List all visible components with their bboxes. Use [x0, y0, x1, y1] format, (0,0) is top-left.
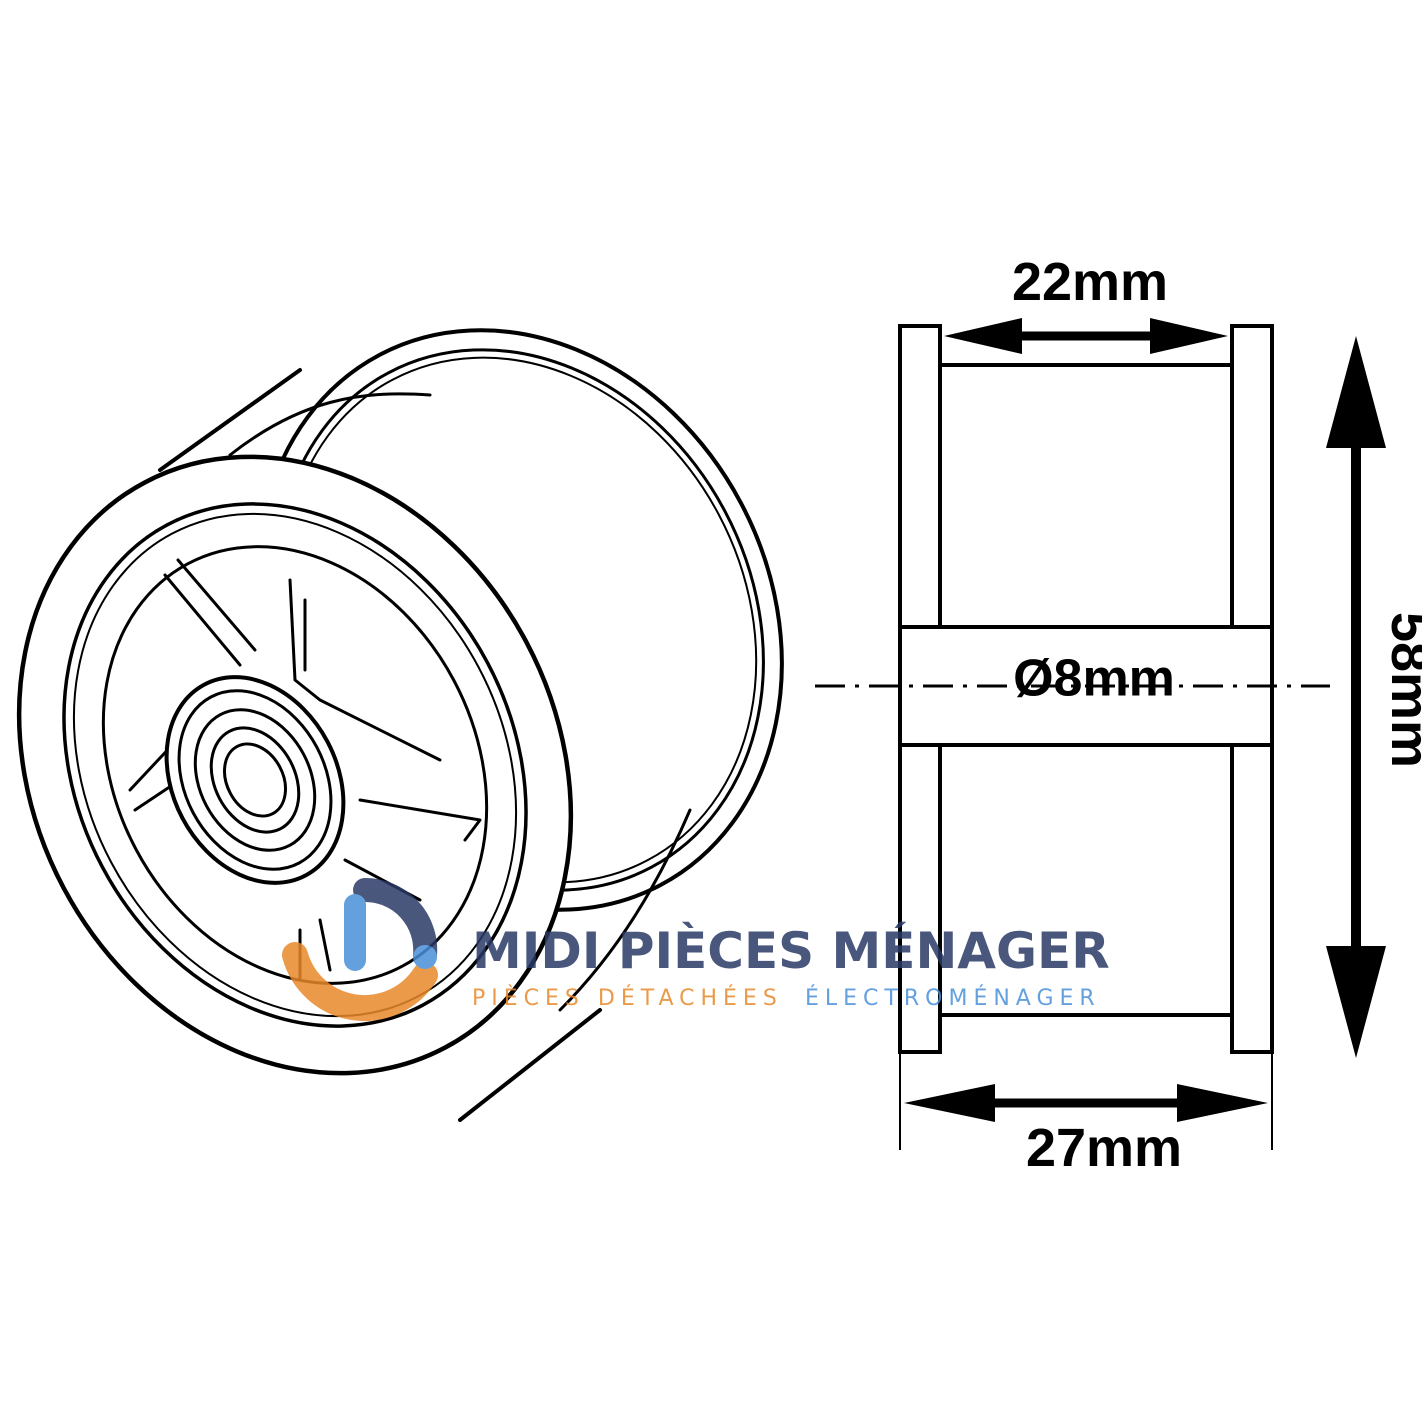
power-logo-icon — [282, 877, 438, 1021]
drum-body — [158, 368, 692, 1122]
dim-label-22mm: 22mm — [1012, 252, 1168, 312]
dim-label-58mm: 58mm — [1380, 612, 1422, 768]
brand-title: MIDI PIÈCES MÉNAGER — [472, 921, 1110, 980]
brand-subtitle-part1: PIÈCES DÉTACHÉES — [472, 985, 783, 1011]
dim-arrow-27 — [904, 1084, 1268, 1122]
pulley-side-view — [898, 324, 1274, 1054]
brand-subtitle-part2: ÉLECTROMÉNAGER — [805, 985, 1101, 1011]
lower-drum — [938, 743, 1234, 1017]
brand-logo: MIDI PIÈCES MÉNAGER PIÈCES DÉTACHÉES ÉLE… — [282, 877, 1110, 1021]
dim-label-27mm: 27mm — [1026, 1118, 1182, 1178]
dim-arrow-22 — [944, 318, 1228, 354]
upper-drum — [938, 363, 1234, 629]
dim-label-bore: Ø8mm — [1013, 650, 1175, 708]
hub — [164, 675, 346, 885]
dim-arrow-58 — [1326, 336, 1386, 1058]
pulley-isometric-view — [16, 328, 784, 1122]
